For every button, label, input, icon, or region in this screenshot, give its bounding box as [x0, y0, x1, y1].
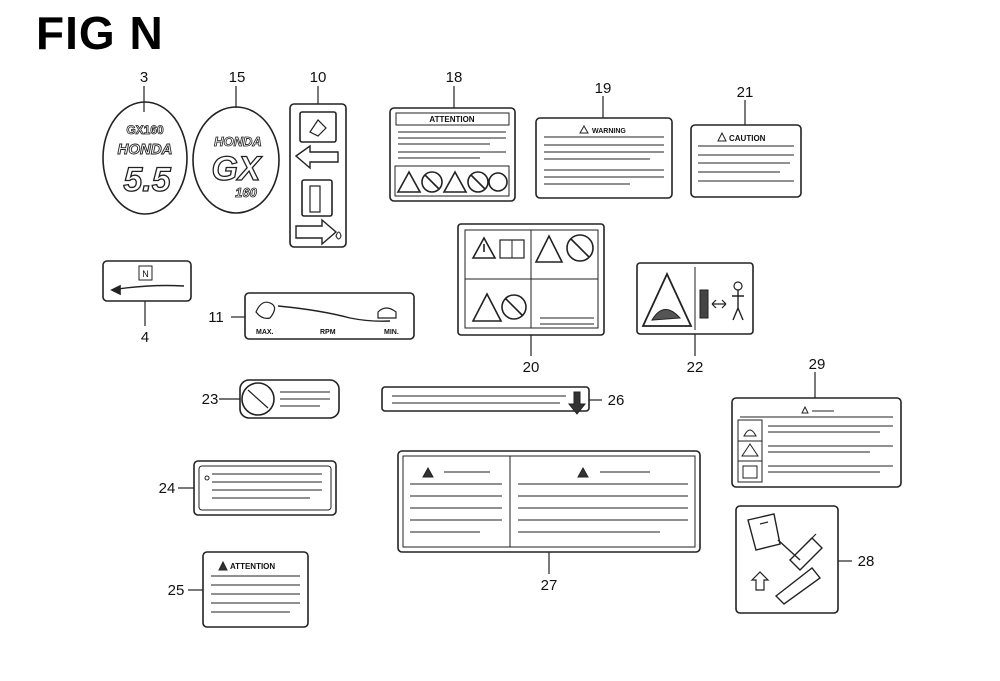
throttle-min-text: MIN.	[384, 329, 399, 336]
part-22-keep-distance-label	[636, 262, 754, 356]
callout-11: 11	[208, 309, 224, 326]
callout-10: 10	[310, 69, 327, 86]
part-28-fuel-pictogram-label	[735, 505, 852, 614]
decal-honda-text: HONDA	[118, 141, 173, 158]
part-21-caution-label: CAUTION	[690, 100, 802, 198]
callout-18: 18	[446, 69, 463, 86]
decal-honda-text: HONDA	[214, 134, 262, 149]
decal-gx-text: GX	[211, 150, 262, 188]
throttle-max-text: MAX.	[256, 329, 274, 336]
callout-22: 22	[687, 359, 704, 376]
callout-21: 21	[737, 84, 754, 101]
callout-19: 19	[595, 80, 612, 97]
callout-25: 25	[168, 582, 185, 599]
callout-24: 24	[159, 480, 176, 497]
callout-4: 4	[141, 329, 149, 346]
callout-28: 28	[858, 553, 875, 570]
callout-27: 27	[541, 577, 558, 594]
part-29-pictogram-label	[731, 372, 902, 488]
part-24-rect-label	[178, 460, 337, 516]
callout-20: 20	[523, 359, 540, 376]
part-19-warning-label: WARNING	[535, 96, 673, 199]
caution-21-heading: CAUTION	[729, 134, 766, 143]
callout-23: 23	[202, 391, 219, 408]
part-11-throttle-decal: MAX. RPM MIN.	[231, 292, 415, 340]
part-15-oval-decal: HONDA GX 160	[192, 86, 280, 214]
decal-gx160-small-text: GX160	[126, 123, 164, 137]
decal-5-5-text: 5.5	[123, 161, 171, 199]
part-26-strip-label	[381, 386, 602, 415]
part-4-choke-decal: N	[102, 260, 192, 326]
callout-15: 15	[229, 69, 246, 86]
throttle-rpm-text: RPM	[320, 329, 336, 336]
warning-19-heading: WARNING	[592, 128, 626, 135]
part-18-attention-label: ATTENTION	[389, 86, 516, 202]
part-20-icon-warning-label	[457, 223, 605, 356]
part-27-dual-warning-label	[397, 450, 701, 574]
decal-160-text: 160	[235, 185, 257, 200]
callout-3: 3	[140, 69, 148, 86]
callout-26: 26	[608, 392, 625, 409]
callout-29: 29	[809, 356, 826, 373]
part-10-fuel-valve-decal	[289, 86, 347, 248]
part-23-round-label	[219, 379, 340, 419]
choke-n-text: N	[142, 269, 149, 279]
part-25-attention-label: ATTENTION	[188, 551, 309, 628]
figure-title: FIG N	[36, 7, 164, 59]
part-3-oval-decal: GX160 HONDA 5.5	[102, 86, 188, 215]
attention-18-heading: ATTENTION	[429, 115, 474, 124]
attention-25-heading: ATTENTION	[230, 562, 275, 571]
